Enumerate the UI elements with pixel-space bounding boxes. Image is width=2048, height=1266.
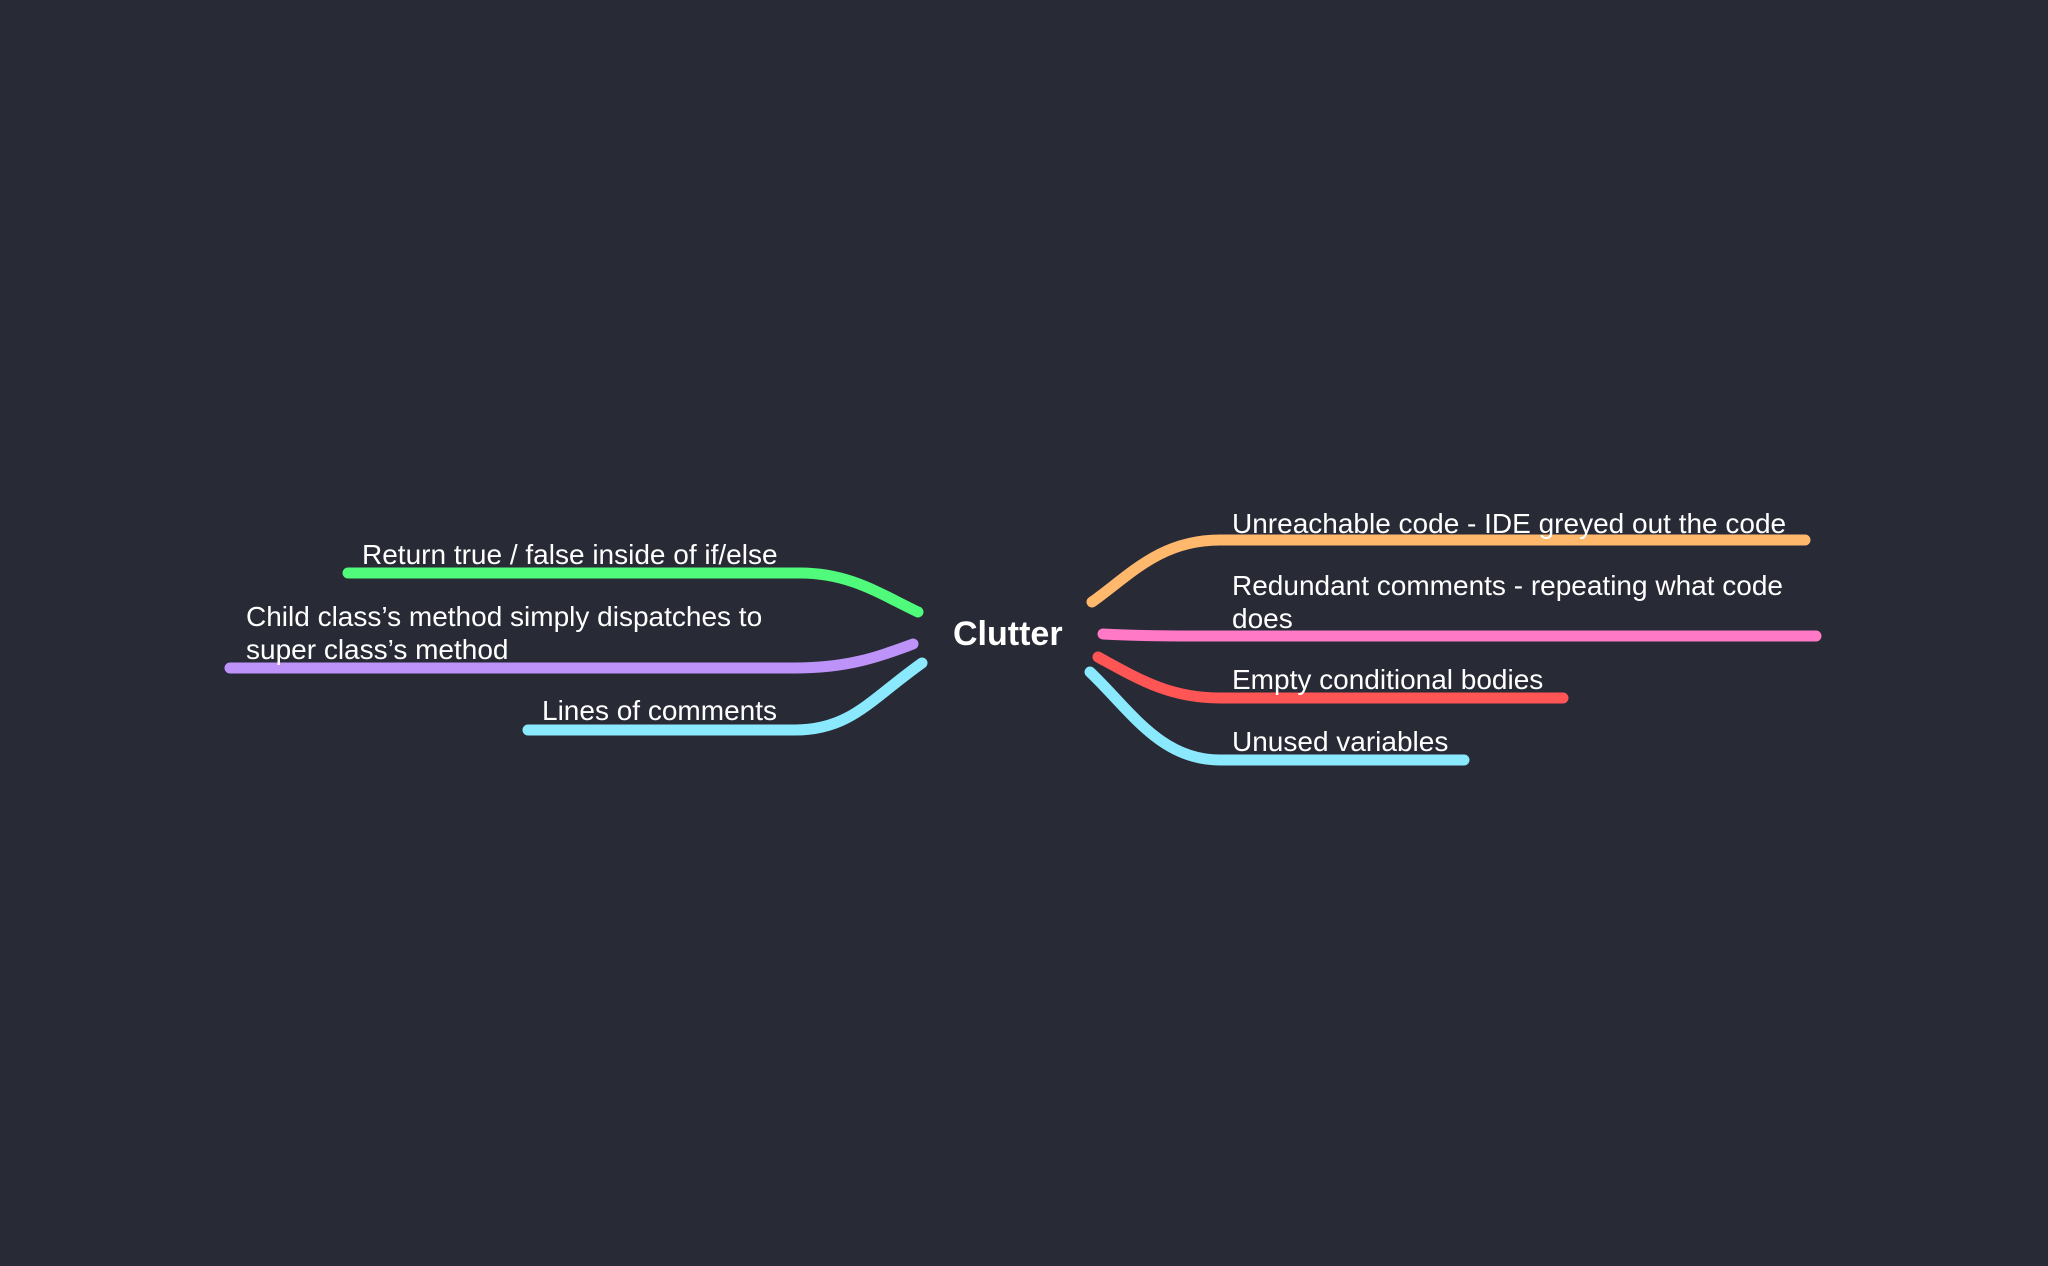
topic-unreachable-code[interactable]: Unreachable code - IDE greyed out the co… [1232,508,1787,539]
topic-return-true-false[interactable]: Return true / false inside of if/else [362,539,778,570]
branch-line-child-class-method[interactable] [224,638,919,674]
branch-line-unreachable-code[interactable] [1086,534,1811,608]
topic-child-class-method[interactable]: Child class’s method simply dispatches t… [246,601,763,665]
branch-line-return-true-false[interactable] [342,567,924,618]
branch-line-empty-conditional-bodies[interactable] [1092,651,1569,704]
topic-lines-of-comments[interactable]: Lines of comments [542,695,777,726]
topic-empty-conditional-bodies[interactable]: Empty conditional bodies [1232,664,1544,695]
branch-line-unused-variables[interactable] [1084,666,1470,766]
center-topic[interactable]: Clutter [953,615,1063,653]
topic-redundant-comments[interactable]: Redundant comments - repeating what code… [1232,570,1783,634]
branch-line-redundant-comments[interactable] [1097,628,1822,642]
topic-unused-variables[interactable]: Unused variables [1232,726,1449,757]
branch-line-lines-of-comments[interactable] [522,657,928,736]
